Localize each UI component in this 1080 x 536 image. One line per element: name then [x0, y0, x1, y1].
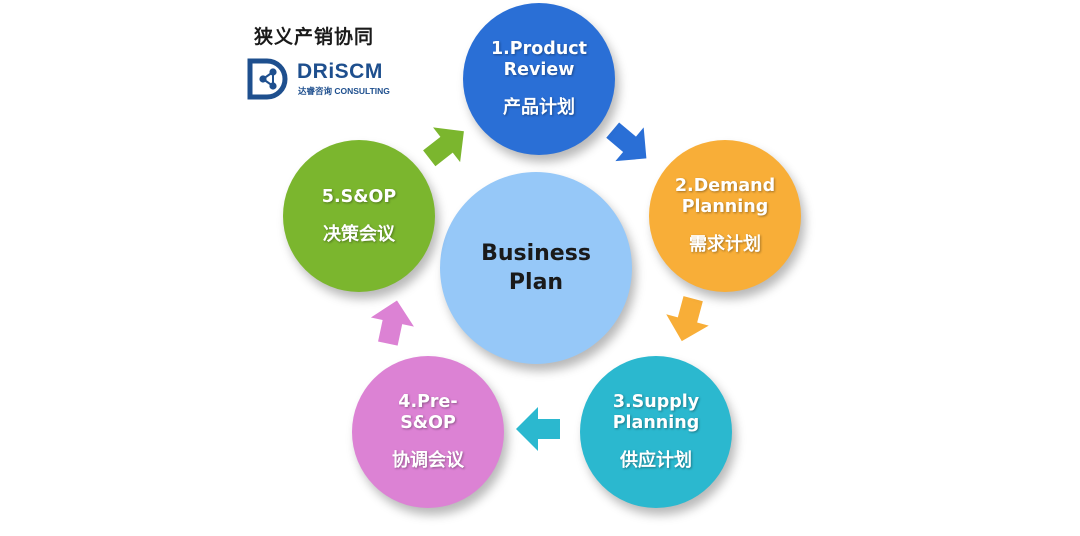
center-line2: Plan: [508, 270, 564, 295]
step-1-zh: 产品计划: [503, 97, 575, 118]
step-3-zh: 供应计划: [620, 450, 692, 471]
logo-wordmark: DRiSCM: [297, 60, 383, 83]
step-3-en1: 3.Supply: [612, 392, 700, 412]
step-supply-planning: 3.Supply Planning 供应计划: [580, 356, 732, 508]
step-sop: 5.S&OP 决策会议: [283, 140, 435, 292]
business-plan-circle: Business Plan: [440, 172, 632, 364]
step-1-en1: 1.Product: [490, 39, 588, 59]
step-1-en2: Review: [503, 60, 575, 80]
step-demand-planning: 2.Demand Planning 需求计划: [649, 140, 801, 292]
step-2-zh: 需求计划: [689, 234, 761, 255]
step-4-en1: 4.Pre-: [398, 392, 458, 412]
step-5-en1: 5.S&OP: [321, 186, 397, 207]
logo: DRiSCM 达睿咨询 CONSULTING: [247, 58, 397, 100]
arrow-1-to-2: [606, 122, 647, 162]
step-2-en2: Planning: [681, 197, 769, 217]
driscm-logo-icon: [247, 58, 288, 100]
step-4-en2: S&OP: [400, 413, 456, 433]
step-2-en1: 2.Demand: [674, 176, 776, 196]
step-3-en2: Planning: [612, 413, 700, 433]
arrow-5-to-1: [423, 127, 464, 167]
arrow-3-to-4: [516, 407, 560, 451]
step-pre-sop: 4.Pre- S&OP 协调会议: [352, 356, 504, 508]
arrow-2-to-3: [666, 296, 709, 342]
step-5-zh: 决策会议: [323, 223, 395, 245]
page-title: 狭义产销协同: [254, 26, 375, 48]
step-product-review: 1.Product Review 产品计划: [463, 3, 615, 155]
center-line1: Business: [481, 241, 591, 266]
arrow-4-to-5: [370, 300, 414, 346]
step-4-zh: 协调会议: [392, 450, 464, 471]
logo-subtitle: 达睿咨询 CONSULTING: [298, 86, 390, 96]
